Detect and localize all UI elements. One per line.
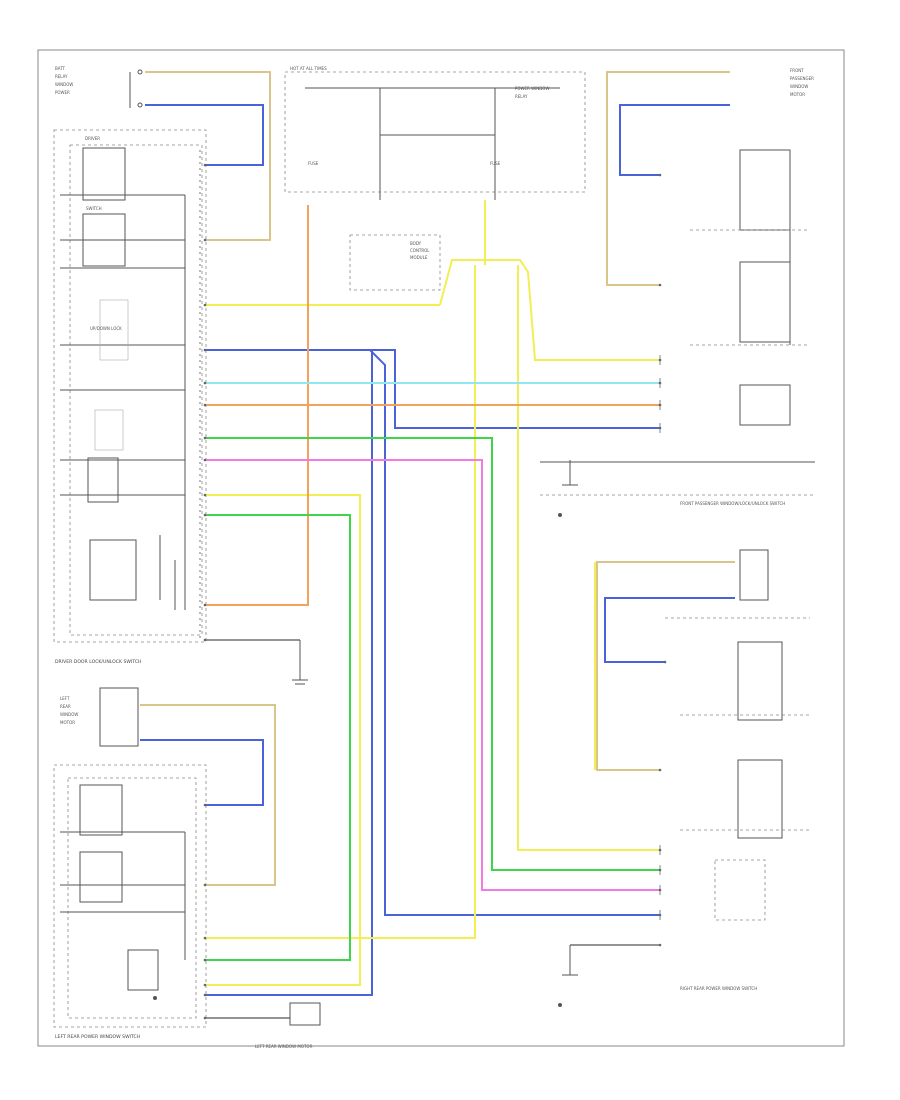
ground-symbols [153,460,578,1007]
terminal-dot [658,173,662,177]
wire-tan-2 [606,71,730,286]
svg-text:REAR: REAR [60,704,71,709]
connector-terminals [203,163,667,1020]
terminal-dot [203,993,207,997]
svg-text:FRONT: FRONT [790,68,804,73]
svg-text:MODULE: MODULE [410,255,428,260]
right-rear-switch-module [665,549,810,921]
terminal-dot [203,983,207,987]
svg-text:PASSENGER: PASSENGER [790,76,814,81]
terminal-dot [203,603,207,607]
terminal-dot [203,403,207,407]
svg-text:WINDOW: WINDOW [790,84,808,89]
wire-blue-2 [619,104,730,176]
wire-green-2 [205,514,351,961]
terminal-dot [203,381,207,385]
svg-text:LEFT: LEFT [60,696,70,701]
front-passenger-label: FRONT PASSENGER WINDOW/LOCK/UNLOCK SWITC… [680,501,785,506]
terminal-dot [203,163,207,167]
left-rear-motor-label: LEFT REAR WINDOW MOTOR [255,1044,313,1049]
terminal-dot [203,803,207,807]
terminal-dot [203,348,207,352]
svg-text:FUSE: FUSE [308,161,319,166]
wire-tan-1 [145,71,271,241]
svg-text:MOTOR: MOTOR [790,92,805,97]
wire-yellow-6 [517,265,660,851]
terminal-dot [203,638,207,642]
terminal-dot [658,768,662,772]
wire-tan-3 [596,561,735,771]
svg-text:FUSE: FUSE [490,161,501,166]
wire-blue-4 [140,739,264,806]
terminal-dot [203,958,207,962]
wire-pink [205,459,660,891]
top-left-connector: BATT RELAY WINDOW POWER [55,66,143,108]
wire-tan-4 [140,704,276,886]
terminal-dot [203,936,207,940]
wire-blue-6 [369,349,660,916]
terminal-dot [203,493,207,497]
fuse-relay-block: HOT AT ALL TIMES POWER WINDOW RELAY FUSE… [284,66,586,291]
svg-text:POWER: POWER [55,90,70,95]
svg-text:UP/DOWN LOCK: UP/DOWN LOCK [90,326,122,331]
terminal-dot [203,1016,207,1020]
driver-switch-module: DRIVER UP/DOWN LOCK SWITCH [53,129,207,643]
wire-blue-3 [604,597,735,663]
svg-text:BATT: BATT [55,66,66,71]
terminal-dot [203,513,207,517]
front-passenger-switch-module: FRONT PASSENGER WINDOW MOTOR [540,68,815,496]
svg-text:MOTOR: MOTOR [60,720,75,725]
terminal-dot [203,303,207,307]
terminal-dot [203,238,207,242]
wire-yellow-2 [439,259,660,361]
svg-text:POWER WINDOW: POWER WINDOW [515,86,549,91]
terminal-dot [203,458,207,462]
wires [140,71,735,1019]
svg-text:BODY: BODY [410,241,422,246]
wire-yellow-4 [205,265,476,939]
svg-text:WINDOW: WINDOW [60,712,78,717]
right-rear-switch-label: RIGHT REAR POWER WINDOW SWITCH [680,986,757,991]
wire-blue-1 [145,104,264,166]
terminal-dot [203,436,207,440]
terminal-dot [658,943,662,947]
wire-orange-1 [205,205,309,606]
diagram-border [37,49,845,1047]
svg-text:RELAY: RELAY [55,74,68,79]
svg-text:DRIVER: DRIVER [85,136,100,141]
wire-blue-5 [205,349,660,429]
terminal-dot [663,660,667,664]
terminal-dot [658,283,662,287]
left-rear-switch-label: LEFT REAR POWER WINDOW SWITCH [55,1034,140,1040]
left-rear-motor-box [289,1002,321,1026]
left-rear-switch-module: LEFT REAR WINDOW MOTOR [53,687,207,1028]
svg-text:CONTROL: CONTROL [410,248,430,253]
wire-blue-7 [205,350,373,996]
terminal-dot [203,883,207,887]
svg-text:SWITCH: SWITCH [86,206,102,211]
svg-text:WINDOW: WINDOW [55,82,73,87]
svg-text:RELAY: RELAY [515,94,528,99]
wire-green-1 [205,437,660,871]
driver-switch-label: DRIVER DOOR LOCK/UNLOCK SWITCH [55,659,141,665]
wire-yellow-5 [205,494,361,986]
svg-text:HOT AT ALL TIMES: HOT AT ALL TIMES [290,66,327,71]
